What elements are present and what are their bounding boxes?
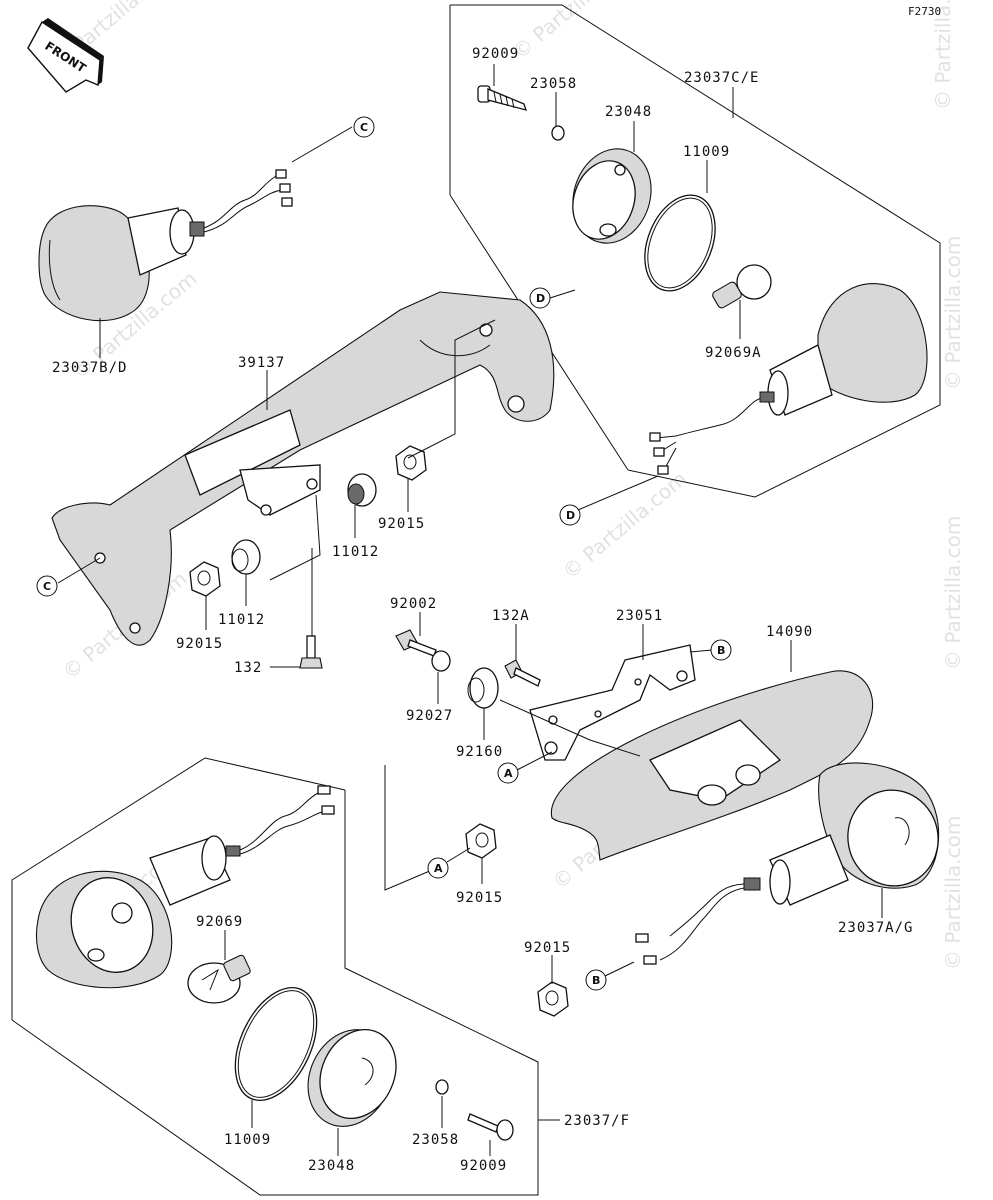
ref-marker-c: C (353, 116, 375, 138)
label-92015: 92015 (456, 890, 503, 906)
bracket-39137 (51, 291, 555, 646)
screw-92009-bottom (467, 1113, 514, 1141)
label-23037ag: 23037A/G (838, 920, 913, 936)
reference-markers: C C D D B B A A (36, 116, 732, 991)
label-92160: 92160 (456, 744, 503, 760)
watermark: © Partzilla.com (558, 466, 692, 584)
turn-signal-23037ag (635, 762, 940, 965)
label-23037f: 23037/F (564, 1113, 630, 1129)
svg-text:C: C (43, 580, 51, 593)
washer-23058-top (551, 125, 565, 141)
label-92027: 92027 (406, 708, 453, 724)
nut-92015-c (465, 823, 497, 859)
ref-marker-c: C (36, 575, 58, 597)
label-23048: 23048 (308, 1158, 355, 1174)
leader-lines-center-left (57, 318, 496, 668)
bolt-132a (504, 659, 541, 687)
bulb-92069a (712, 264, 772, 309)
collar-92027 (431, 650, 451, 672)
label-92002: 92002 (390, 596, 437, 612)
collar-11012-a (347, 473, 377, 507)
label-23058: 23058 (530, 76, 577, 92)
svg-text:D: D (536, 292, 545, 305)
washer-23058-bottom (435, 1079, 449, 1095)
label-23051: 23051 (616, 608, 663, 624)
turn-signal-23037ce (649, 283, 928, 475)
gasket-11009-top (644, 194, 716, 292)
leader-lines-bottom-right (551, 888, 883, 984)
grommet-92160 (467, 667, 499, 709)
bulb-92069 (187, 954, 251, 1004)
nut-92015-d (537, 981, 569, 1017)
leader-lines-top-right (493, 64, 741, 339)
leader-lines-center-right (419, 612, 792, 771)
front-arrow-icon: FRONT (27, 18, 104, 93)
bolt-132 (299, 635, 323, 669)
label-92069: 92069 (196, 914, 243, 930)
label-92015: 92015 (378, 516, 425, 532)
watermark: © Partzilla.com (931, 0, 955, 110)
watermark: © Partzilla.com (941, 516, 965, 670)
label-11012: 11012 (218, 612, 265, 628)
label-92009: 92009 (460, 1158, 507, 1174)
cover-14090 (550, 670, 874, 861)
label-23048: 23048 (605, 104, 652, 120)
reference-leaders (549, 289, 659, 511)
label-92009: 92009 (472, 46, 519, 62)
svg-text:B: B (592, 974, 600, 987)
figure-code: F2730 (908, 5, 941, 18)
label-92069a: 92069A (705, 345, 762, 361)
bolt-92002 (395, 629, 437, 657)
turn-signal-housing-lower (35, 785, 335, 989)
watermark: © Partzilla.com (941, 236, 965, 390)
turn-signal-23037bd (38, 126, 353, 322)
lens-23048-top (572, 148, 652, 244)
group-23037ce-outline (449, 4, 941, 498)
label-11009: 11009 (683, 144, 730, 160)
nut-92015-b (189, 561, 221, 597)
label-39137: 39137 (238, 355, 285, 371)
label-11009: 11009 (224, 1132, 271, 1148)
ref-marker-d: D (529, 287, 551, 309)
label-11012: 11012 (332, 544, 379, 560)
screw-92009-top (477, 85, 527, 111)
ref-marker-b: B (585, 969, 607, 991)
collar-11012-b (231, 539, 261, 575)
watermark: © Partzilla.com (508, 0, 642, 64)
ref-marker-d: D (559, 504, 581, 526)
ref-marker-a: A (427, 857, 449, 879)
svg-text:C: C (360, 121, 368, 134)
nut-92015-a (395, 445, 427, 481)
svg-text:A: A (504, 767, 513, 780)
label-92015: 92015 (524, 940, 571, 956)
label-132a: 132A (492, 608, 530, 624)
label-23037ce: 23037C/E (684, 70, 759, 86)
watermark: © Partzilla.com (941, 816, 965, 970)
leader-lines-bottom-left (224, 930, 560, 1156)
group-23037f-outline (11, 757, 539, 1196)
ref-marker-a: A (497, 762, 519, 784)
label-132: 132 (234, 660, 262, 676)
ref-marker-b: B (710, 639, 732, 661)
label-92015: 92015 (176, 636, 223, 652)
svg-text:B: B (717, 644, 725, 657)
lens-23048-bottom (307, 1028, 397, 1127)
svg-text:A: A (434, 862, 443, 875)
svg-text:D: D (566, 509, 575, 522)
label-14090: 14090 (766, 624, 813, 640)
part-labels: 92009 23058 23048 23037C/E 11009 92069A … (52, 46, 913, 1174)
label-23037bd: 23037B/D (52, 360, 127, 376)
label-23058: 23058 (412, 1132, 459, 1148)
